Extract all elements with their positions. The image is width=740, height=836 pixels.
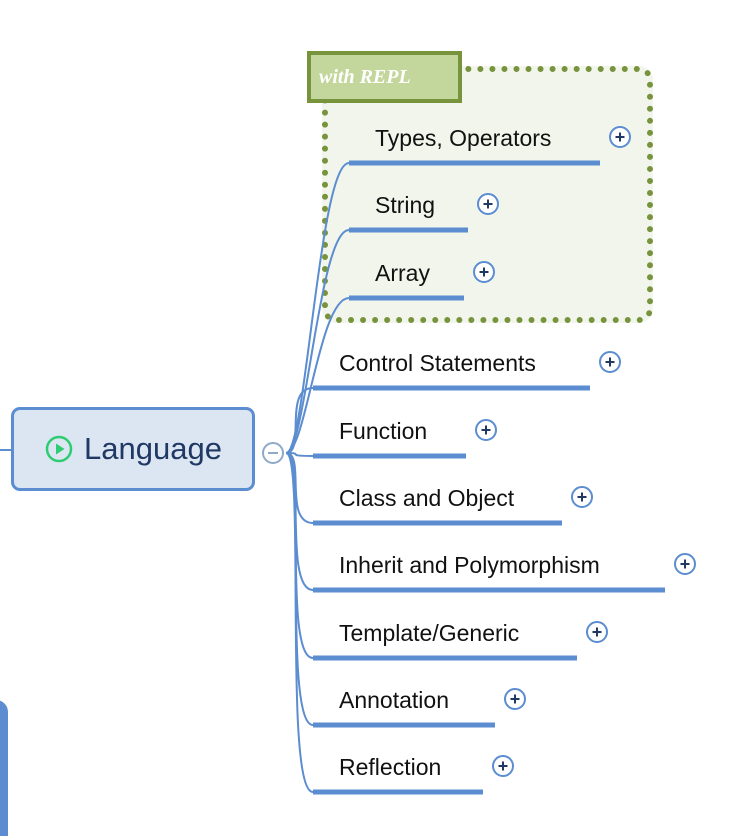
collapse-icon[interactable] [260, 440, 286, 466]
boundary-label-text: with REPL [319, 65, 411, 88]
branch-connector [285, 387, 314, 454]
subtopic-label: Array [375, 260, 430, 286]
expand-icon[interactable] [472, 260, 496, 284]
branch-connector [285, 162, 350, 454]
expand-icon[interactable] [503, 687, 527, 711]
subtopic-label: Class and Object [339, 485, 515, 511]
branch-connector [285, 452, 314, 524]
branch-connector [285, 452, 314, 457]
expand-icon[interactable] [598, 350, 622, 374]
subtopic-label: Function [339, 418, 428, 444]
incoming-connector [0, 449, 11, 451]
subtopic-label: Template/Generic [339, 620, 520, 646]
branch-connector [285, 452, 314, 793]
expand-icon[interactable] [570, 485, 594, 509]
subtopic-label: Types, Operators [375, 125, 552, 151]
expand-icon[interactable] [474, 418, 498, 442]
play-circle-icon[interactable] [44, 434, 74, 464]
expand-icon[interactable] [476, 192, 500, 216]
subtopic-label: Annotation [339, 687, 449, 713]
subtopic-label: Inherit and Polymorphism [339, 552, 600, 578]
expand-icon[interactable] [585, 620, 609, 644]
adjacent-topic-edge [0, 700, 8, 836]
subtopic-label: Control Statements [339, 350, 536, 376]
central-topic-label: Language [84, 431, 222, 466]
expand-icon[interactable] [491, 754, 515, 778]
branch-connector [285, 452, 314, 659]
boundary-label[interactable]: with REPL [307, 51, 462, 103]
central-topic-language[interactable]: Language [11, 407, 255, 491]
expand-icon[interactable] [673, 552, 697, 576]
subtopic-label: String [375, 192, 436, 218]
branch-connector [285, 229, 350, 454]
expand-icon[interactable] [608, 125, 632, 149]
subtopic-label: Reflection [339, 754, 442, 780]
